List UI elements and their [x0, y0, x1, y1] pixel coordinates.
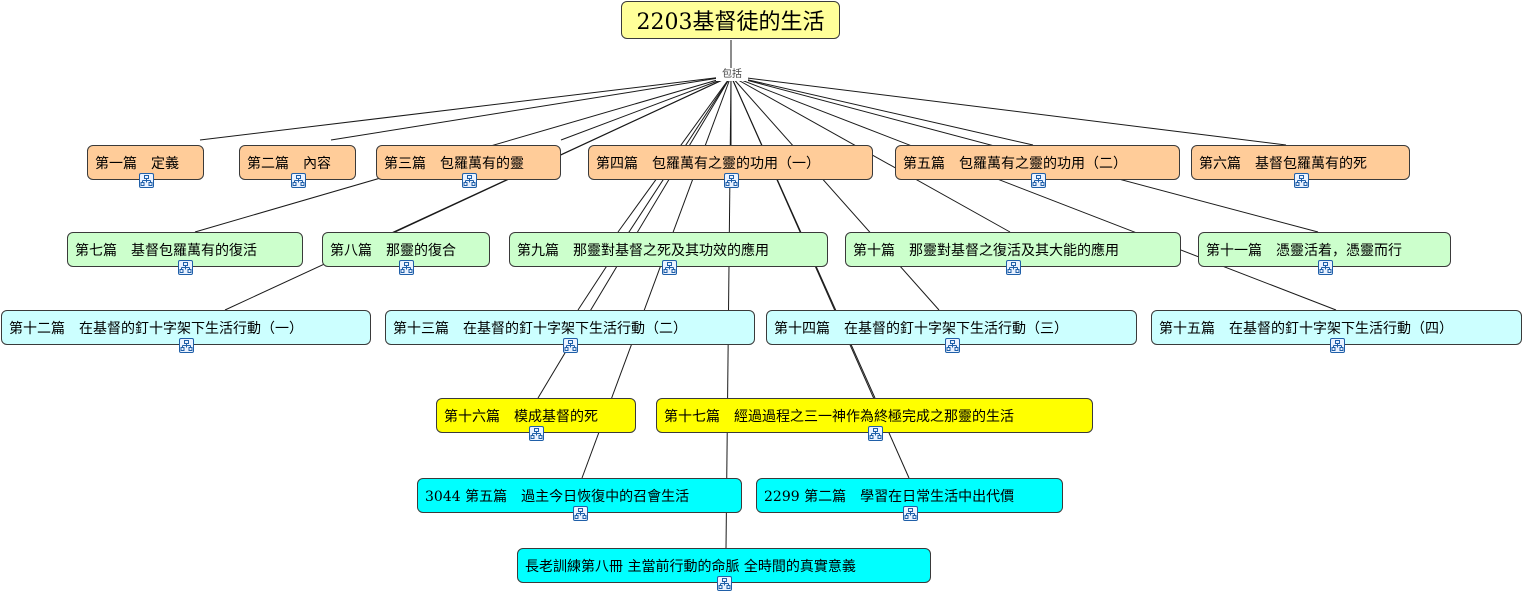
root-node[interactable]: 2203基督徒的生活: [621, 1, 840, 39]
submap-icon[interactable]: [1006, 260, 1021, 275]
topic-node-11[interactable]: 第十一篇 憑靈活着，憑靈而行: [1198, 232, 1451, 267]
topic-node-label: 第四篇 包羅萬有之靈的功用（一）: [596, 155, 820, 172]
topic-node-label: 第七篇 基督包羅萬有的復活: [75, 242, 257, 259]
submap-icon[interactable]: [717, 576, 732, 591]
submap-icon[interactable]: [138, 173, 154, 188]
topic-node-label: 第十七篇 經過過程之三一神作為終極完成之那靈的生活: [664, 408, 1014, 425]
topic-node-label: 第八篇 那靈的復合: [330, 242, 456, 259]
topic-node-4[interactable]: 第四篇 包羅萬有之靈的功用（一）: [588, 145, 873, 180]
branch-connector-13: [577, 75, 732, 311]
topic-node-label: 第二篇 內容: [247, 155, 331, 172]
branch-connector-5: [730, 75, 1034, 146]
topic-node-label: 第九篇 那靈對基督之死及其功效的應用: [517, 242, 769, 259]
branch-connector-3: [560, 75, 732, 141]
topic-node-label: 長老訓練第八冊 主當前行動的命脈 全時間的真實意義: [525, 558, 856, 575]
submap-icon[interactable]: [290, 173, 306, 188]
connector-label: 包括: [716, 68, 748, 81]
submap-icon[interactable]: [944, 338, 960, 353]
topic-node-label: 第六篇 基督包羅萬有的死: [1199, 155, 1367, 172]
topic-node-label: 第一篇 定義: [95, 155, 179, 172]
submap-icon[interactable]: [399, 260, 414, 275]
topic-node-20[interactable]: 長老訓練第八冊 主當前行動的命脈 全時間的真實意義: [517, 548, 931, 583]
branch-connector-15: [730, 75, 1337, 311]
submap-icon[interactable]: [902, 506, 918, 521]
submap-icon[interactable]: [179, 338, 194, 353]
submap-icon[interactable]: [1030, 173, 1046, 188]
branch-connector-2: [330, 75, 732, 141]
branch-connector-6: [730, 75, 1287, 146]
topic-node-label: 第十六篇 模成基督的死: [444, 408, 598, 425]
root-node-label: 2203基督徒的生活: [636, 10, 825, 35]
submap-icon[interactable]: [723, 173, 739, 188]
submap-icon[interactable]: [461, 173, 477, 188]
branch-connector-14: [730, 75, 940, 311]
submap-icon[interactable]: [1329, 338, 1345, 353]
submap-icon[interactable]: [572, 506, 588, 521]
submap-icon[interactable]: [661, 260, 677, 275]
topic-node-label: 2299 第二篇 學習在日常生活中出代價: [764, 488, 1015, 505]
submap-icon[interactable]: [529, 426, 544, 441]
submap-icon[interactable]: [1317, 260, 1333, 275]
topic-node-label: 第十篇 那靈對基督之復活及其大能的應用: [853, 242, 1119, 259]
topic-node-label: 第十三篇 在基督的釘十字架下生活行動（二）: [393, 320, 687, 337]
topic-node-label: 第十四篇 在基督的釘十字架下生活行動（三）: [774, 320, 1068, 337]
topic-node-label: 第十二篇 在基督的釘十字架下生活行動（一）: [9, 320, 303, 337]
submap-icon[interactable]: [1293, 173, 1309, 188]
branch-connector-12: [224, 75, 732, 311]
topic-node-label: 第五篇 包羅萬有之靈的功用（二）: [903, 155, 1127, 172]
submap-icon[interactable]: [563, 338, 578, 353]
topic-node-label: 第三篇 包羅萬有的靈: [384, 155, 524, 172]
branch-connector-1: [199, 75, 732, 141]
topic-node-label: 第十五篇 在基督的釘十字架下生活行動（四）: [1159, 320, 1453, 337]
submap-icon[interactable]: [178, 260, 193, 275]
topic-node-label: 3044 第五篇 過主今日恢復中的召會生活: [425, 488, 690, 505]
submap-icon[interactable]: [867, 426, 883, 441]
topic-node-label: 第十一篇 憑靈活着，憑靈而行: [1206, 242, 1402, 259]
